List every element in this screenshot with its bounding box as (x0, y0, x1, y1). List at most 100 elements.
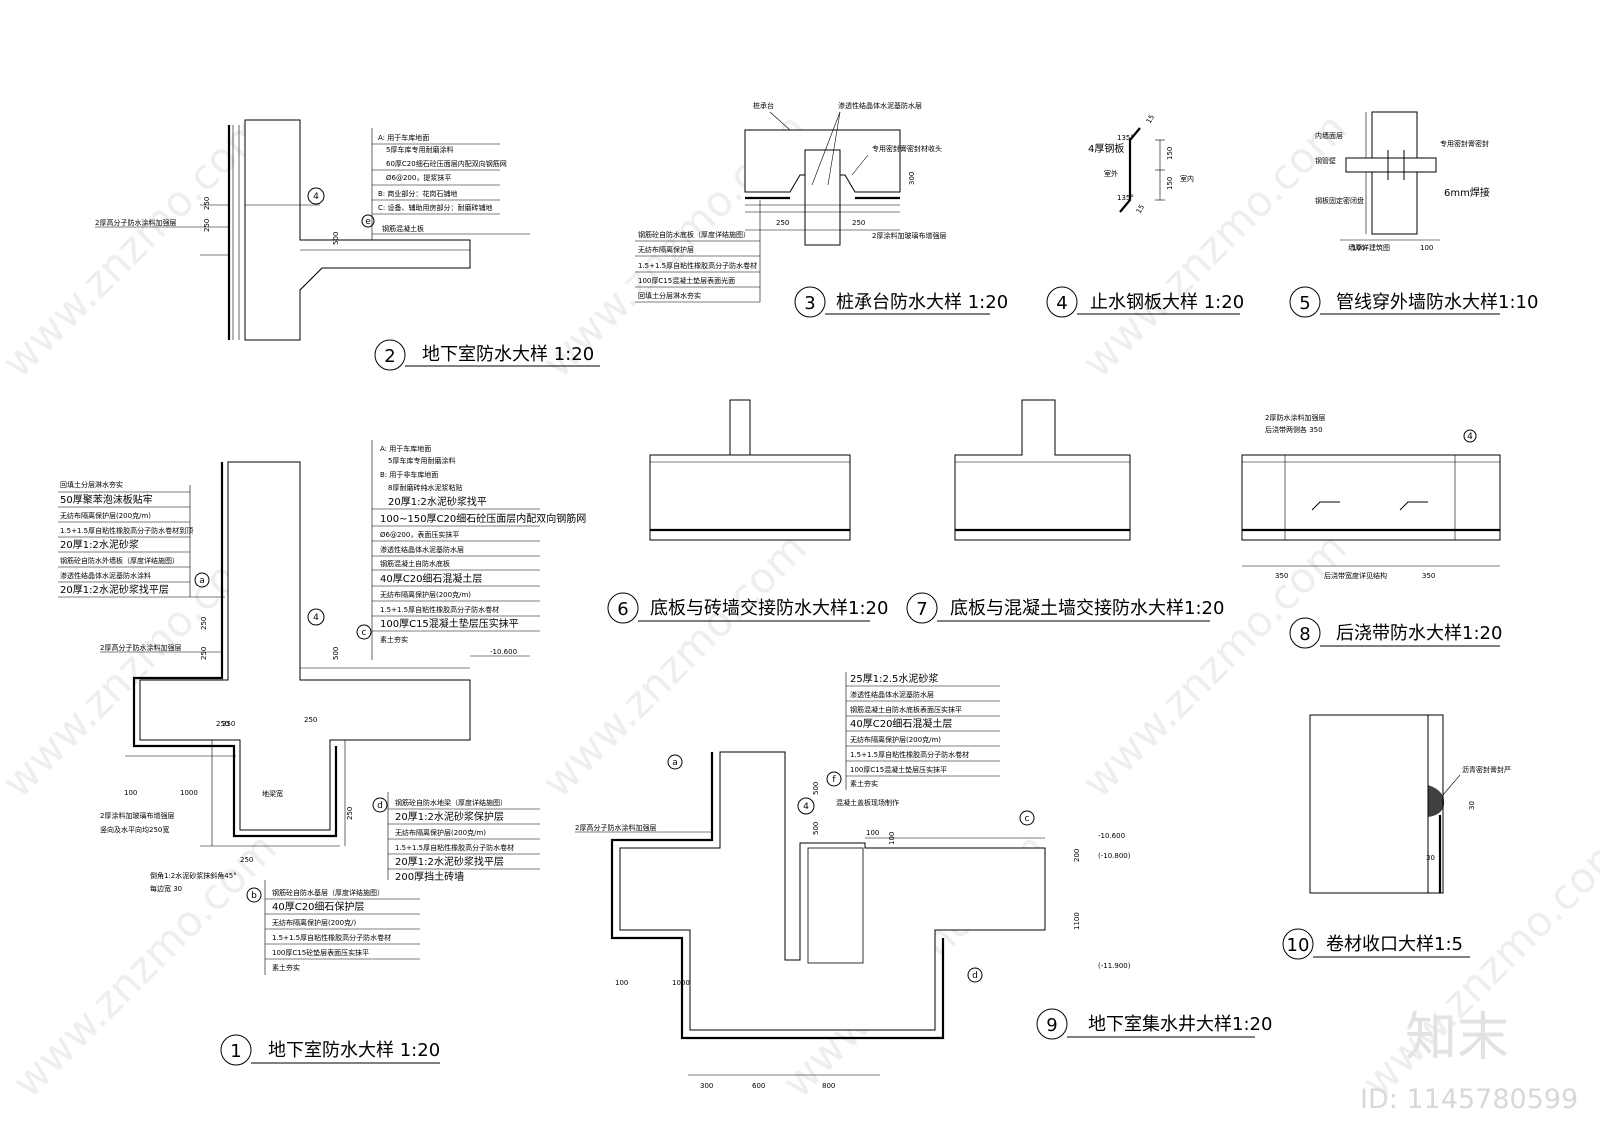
svg-text:回填土分层淋水夯实: 回填土分层淋水夯实 (638, 291, 701, 300)
detail-10: 沥青密封膏封严 30 30 10 卷材收口大样1:5 (1282, 714, 1511, 960)
detail-title: 管线穿外墙防水大样1:10 (1336, 292, 1538, 313)
svg-text:250: 250 (200, 617, 208, 630)
svg-text:B: 商业部分：花岗石铺地: B: 商业部分：花岗石铺地 (378, 189, 457, 198)
svg-text:4: 4 (803, 802, 809, 812)
svg-text:2厚涂料加玻璃布增强层: 2厚涂料加玻璃布增强层 (872, 231, 946, 240)
svg-text:300: 300 (700, 1082, 713, 1090)
detail-1: 回填土分层淋水夯实 50厚聚苯泡沫板贴牢 无纺布隔离保护层(200克/m) 1.… (58, 440, 586, 1066)
svg-text:f: f (832, 775, 836, 785)
svg-text:1000: 1000 (672, 979, 690, 987)
svg-text:无纺布隔离保护层(200克/m): 无纺布隔离保护层(200克/m) (850, 735, 941, 744)
svg-text:专用密封膏密封材收头: 专用密封膏密封材收头 (872, 144, 942, 153)
svg-text:600: 600 (752, 1082, 765, 1090)
svg-text:250: 250 (200, 647, 208, 660)
svg-text:500: 500 (812, 822, 820, 835)
callout-tag: e (365, 217, 371, 227)
svg-text:1.5+1.5厚自粘性橡胶高分子防水卷材: 1.5+1.5厚自粘性橡胶高分子防水卷材 (272, 933, 391, 942)
svg-text:135°: 135° (1117, 134, 1134, 142)
svg-text:地梁宽: 地梁宽 (262, 789, 283, 798)
svg-text:5厚车库专用耐磨涂料: 5厚车库专用耐磨涂料 (386, 145, 453, 154)
svg-text:钢筋砼自防水地梁（厚度详结施图）: 钢筋砼自防水地梁（厚度详结施图） (395, 798, 507, 807)
detail-7: 7 底板与混凝土墙交接防水大样1:20 (906, 399, 1224, 624)
svg-text:100: 100 (615, 979, 628, 987)
svg-text:a: a (199, 576, 205, 586)
svg-text:40厚C20细石混凝土层: 40厚C20细石混凝土层 (380, 572, 482, 585)
dimension: 250 (203, 219, 211, 232)
detail-8: 2厚防水涂料加强层 后浇带两侧各 350 后浇带宽度详见结构 350 350 4… (1241, 413, 1502, 649)
detail-5: 内墙面层 专用密封膏密封 钢管壁 钢板固定密闭盘 6mm焊接 墙厚详建筑图 10… (1289, 111, 1538, 318)
svg-text:2厚涂料加玻璃布增强层: 2厚涂料加玻璃布增强层 (100, 811, 174, 820)
detail-2: 4 e 2厚高分子防水涂料加强层 250 250 500 A: 用于车库地面 5… (95, 119, 600, 371)
svg-text:无纺布隔离保护层(200克/m): 无纺布隔离保护层(200克/m) (380, 590, 471, 599)
svg-text:8厚耐磨砖纯水泥浆粘贴: 8厚耐磨砖纯水泥浆粘贴 (388, 483, 462, 492)
svg-text:知末: 知末 (1405, 1008, 1509, 1068)
detail-title: 地下室防水大样 1:20 (268, 1040, 440, 1061)
svg-text:室外: 室外 (1104, 169, 1118, 178)
svg-text:40厚C20细石保护层: 40厚C20细石保护层 (272, 900, 364, 913)
d-layer-notes: 钢筋砼自防水地梁（厚度详结施图） 20厚1:2水泥砂浆保护层 无纺布隔离保护层(… (395, 798, 514, 883)
svg-text:4: 4 (313, 613, 319, 623)
svg-text:20厚1:2水泥砂浆保护层: 20厚1:2水泥砂浆保护层 (395, 810, 504, 823)
right-layer-notes: A: 用于车库地面 5厚车库专用耐磨涂料 B: 用于非车库地面 8厚耐磨砖纯水泥… (380, 444, 586, 644)
detail-4: 4厚钢板 室外 室内 135° 135° 150 150 15 15 4 止水钢… (1046, 113, 1244, 318)
svg-text:专用密封膏密封: 专用密封膏密封 (1440, 139, 1489, 148)
detail-3: 桩承台 渗透性结晶体水泥基防水层 专用密封膏密封材收头 2厚涂料加玻璃布增强层 … (635, 101, 1008, 318)
svg-text:100厚C15砼垫层表面压实抹平: 100厚C15砼垫层表面压实抹平 (272, 948, 369, 957)
detail-title: 卷材收口大样1:5 (1326, 934, 1463, 955)
svg-text:250: 250 (346, 807, 354, 820)
svg-text:250: 250 (304, 716, 317, 724)
watermark: www.znzmo.com (2, 823, 286, 1107)
left-layer-notes: 回填土分层淋水夯实 50厚聚苯泡沫板贴牢 无纺布隔离保护层(200克/m) 1.… (60, 480, 193, 596)
svg-text:1.5+1.5厚自粘性橡胶高分子防水卷材: 1.5+1.5厚自粘性橡胶高分子防水卷材 (850, 750, 969, 759)
svg-text:混凝土盖板现场制作: 混凝土盖板现场制作 (836, 798, 899, 807)
svg-text:无纺布隔离保护层(200克/): 无纺布隔离保护层(200克/) (272, 918, 356, 927)
layer-notes: A: 用于车库地面 5厚车库专用耐磨涂料 60厚C20细石砼压面层内配双向钢筋网… (378, 133, 507, 233)
svg-text:20厚1:2水泥砂浆: 20厚1:2水泥砂浆 (60, 538, 139, 551)
svg-text:内墙面层: 内墙面层 (1315, 131, 1343, 140)
b-layer-notes: 钢筋砼自防水基层（厚度详结施图） 40厚C20细石保护层 无纺布隔离保护层(20… (272, 888, 391, 972)
svg-text:150: 150 (1166, 177, 1174, 190)
svg-text:2厚防水涂料加强层: 2厚防水涂料加强层 (1265, 413, 1325, 422)
svg-text:钢筋混凝土自防水底板: 钢筋混凝土自防水底板 (380, 559, 450, 568)
svg-text:倒角1:2水泥砂浆抹斜角45°: 倒角1:2水泥砂浆抹斜角45° (150, 871, 237, 880)
svg-text:20厚1:2水泥砂浆找平: 20厚1:2水泥砂浆找平 (388, 495, 487, 508)
svg-text:后浇带两侧各 350: 后浇带两侧各 350 (1265, 425, 1323, 434)
svg-text:1000: 1000 (180, 789, 198, 797)
watermark: www.znzmo.com (0, 103, 276, 387)
svg-text:1.5+1.5厚自粘性橡胶高分子防水卷材: 1.5+1.5厚自粘性橡胶高分子防水卷材 (380, 605, 499, 614)
svg-text:(-11.900): (-11.900) (1098, 962, 1131, 970)
svg-text:100厚C15混凝土垫层表面光面: 100厚C15混凝土垫层表面光面 (638, 276, 735, 285)
svg-text:d: d (377, 801, 383, 811)
svg-text:200: 200 (1073, 849, 1081, 862)
svg-text:25厚1:2.5水泥砂浆: 25厚1:2.5水泥砂浆 (850, 672, 938, 685)
svg-text:100厚C15混凝土垫层压实抹平: 100厚C15混凝土垫层压实抹平 (380, 617, 519, 630)
svg-text:30: 30 (1468, 801, 1476, 810)
svg-text:500: 500 (812, 782, 820, 795)
svg-text:2厚高分子防水涂料加强层: 2厚高分子防水涂料加强层 (575, 823, 656, 832)
annotation: 2厚高分子防水涂料加强层 (95, 218, 176, 227)
brand-id: ID: 1145780599 (1360, 1084, 1578, 1115)
svg-text:B: 用于非车库地面: B: 用于非车库地面 (380, 470, 438, 479)
svg-text:钢筋砼自防水基层（厚度详结施图）: 钢筋砼自防水基层（厚度详结施图） (272, 888, 384, 897)
svg-text:a: a (672, 758, 678, 768)
svg-text:300: 300 (908, 172, 916, 185)
svg-text:渗透性结晶体水泥基防水层: 渗透性结晶体水泥基防水层 (850, 690, 934, 699)
detail-6: 6 底板与砖墙交接防水大样1:20 (607, 399, 888, 624)
svg-text:c: c (362, 628, 367, 638)
svg-text:60厚C20细石砼压面层内配双向钢筋网: 60厚C20细石砼压面层内配双向钢筋网 (386, 159, 507, 168)
detail-number: 5 (1299, 293, 1310, 314)
detail-title: 底板与混凝土墙交接防水大样1:20 (950, 598, 1224, 619)
svg-text:-10.600: -10.600 (490, 648, 517, 656)
svg-text:250: 250 (222, 720, 235, 728)
detail-number: 4 (1056, 293, 1067, 314)
svg-text:250: 250 (216, 720, 229, 728)
svg-text:100: 100 (866, 829, 879, 837)
svg-text:250: 250 (852, 219, 865, 227)
svg-text:钢筋砼自防水外墙板（厚度详结施图）: 钢筋砼自防水外墙板（厚度详结施图） (60, 556, 179, 565)
layer-notes: 钢筋砼自防水底板（厚度详结施图） 无纺布隔离保护层 1.5+1.5厚自粘性橡胶高… (638, 230, 757, 300)
svg-text:6mm焊接: 6mm焊接 (1444, 186, 1490, 199)
detail-9: 25厚1:2.5水泥砂浆 渗透性结晶体水泥基防水层 钢筋混凝土自防水底板表面压实… (575, 672, 1272, 1090)
svg-text:250: 250 (776, 219, 789, 227)
svg-text:钢管壁: 钢管壁 (1315, 156, 1336, 165)
